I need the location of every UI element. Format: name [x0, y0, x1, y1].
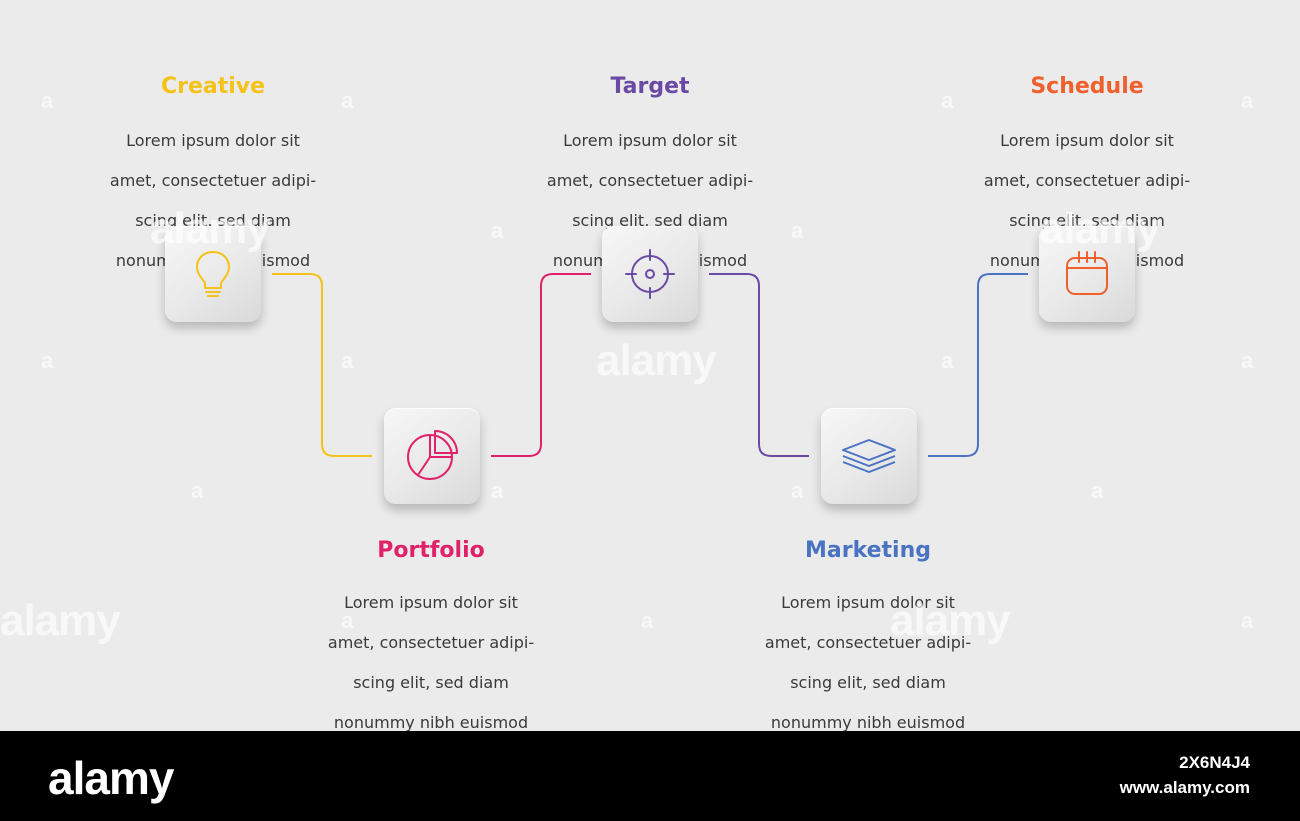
- connector-target-marketing: [709, 273, 809, 457]
- description-line: scing elit, sed diam: [790, 673, 946, 692]
- step-description-schedule: Lorem ipsum dolor sit amet, consectetuer…: [967, 111, 1207, 291]
- description-line: scing elit, sed diam: [1009, 211, 1165, 230]
- icon-tile-portfolio: [384, 408, 480, 504]
- step-title-marketing: Marketing: [804, 538, 932, 563]
- description-line: amet, consectetuer adipi-: [764, 633, 972, 652]
- step-title-schedule: Schedule: [1030, 74, 1144, 99]
- description-line: amet, consectetuer adipi-: [327, 633, 535, 652]
- icon-tile-target: [602, 226, 698, 322]
- step-title-creative: Creative: [160, 74, 266, 99]
- step-title-target: Target: [610, 74, 690, 99]
- icon-tile-marketing: [821, 408, 917, 504]
- brand-logo: alamy: [48, 752, 174, 804]
- description-line: Lorem ipsum dolor sit: [781, 593, 955, 612]
- description-line: nonummy nibh euismod: [770, 713, 966, 731]
- description-line: amet, consectetuer adipi-: [983, 171, 1191, 190]
- step-description-marketing: Lorem ipsum dolor sit amet, consectetuer…: [748, 573, 988, 731]
- step-title-portfolio: Portfolio: [377, 538, 485, 563]
- lightbulb-icon: [196, 251, 230, 297]
- connector-lines: [272, 273, 1028, 457]
- icon-tile-creative: [165, 226, 261, 322]
- description-line: scing elit, sed diam: [572, 211, 728, 230]
- description-line: Lorem ipsum dolor sit: [344, 593, 518, 612]
- layers-icon: [842, 439, 896, 473]
- step-description-target: Lorem ipsum dolor sit amet, consectetuer…: [530, 111, 770, 291]
- description-line: Lorem ipsum dolor sit: [1000, 131, 1174, 150]
- description-line: amet, consectetuer adipi-: [109, 171, 317, 190]
- description-line: scing elit, sed diam: [353, 673, 509, 692]
- calendar-icon: [1066, 251, 1108, 295]
- description-line: Lorem ipsum dolor sit: [563, 131, 737, 150]
- icon-tile-schedule: [1039, 226, 1135, 322]
- diagram-canvas: Creative Lorem ipsum dolor sit amet, con…: [0, 74, 1254, 731]
- image-id: 2X6N4J4: [1179, 753, 1250, 772]
- crosshair-target-icon: [625, 249, 675, 299]
- connector-creative-portfolio: [272, 273, 372, 457]
- description-line: scing elit, sed diam: [135, 211, 291, 230]
- connector-portfolio-target: [491, 273, 591, 457]
- description-line: Lorem ipsum dolor sit: [126, 131, 300, 150]
- pie-chart-icon: [407, 430, 458, 480]
- stock-footer-bar: alamy 2X6N4J4 www.alamy.com: [0, 731, 1300, 821]
- step-description-portfolio: Lorem ipsum dolor sit amet, consectetuer…: [311, 573, 551, 731]
- description-line: nonummy nibh euismod: [333, 713, 529, 731]
- description-line: amet, consectetuer adipi-: [546, 171, 754, 190]
- connector-marketing-schedule: [928, 273, 1028, 457]
- site-url: www.alamy.com: [1119, 778, 1250, 797]
